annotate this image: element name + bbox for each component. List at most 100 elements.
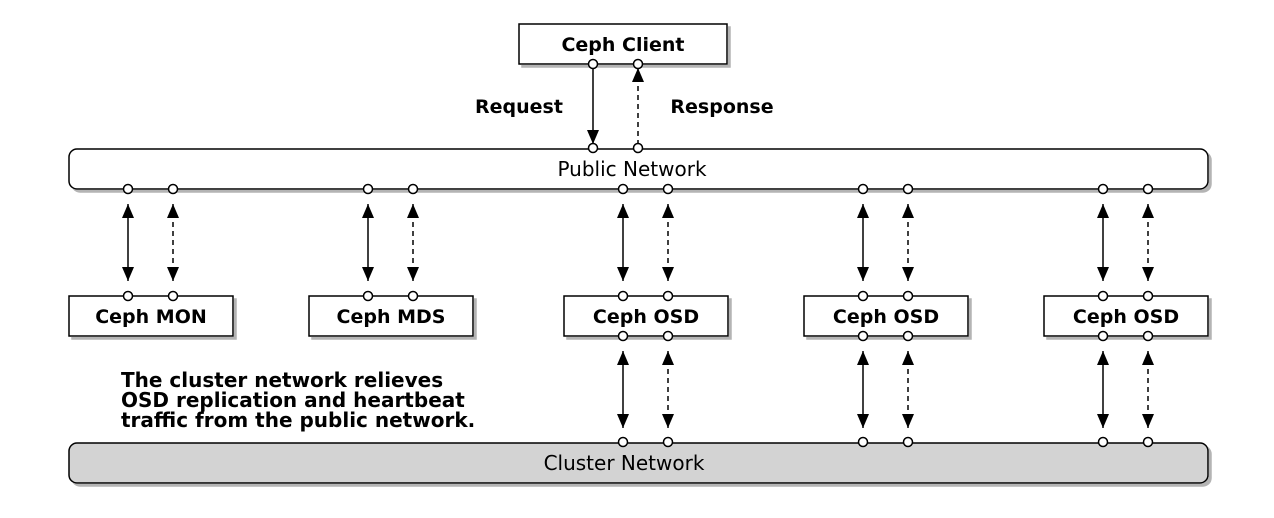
node-port <box>1142 290 1154 302</box>
node-port <box>662 290 674 302</box>
node-mon-box <box>68 295 234 337</box>
arrowhead-down <box>662 414 674 428</box>
public-network-label: Public Network <box>557 157 706 181</box>
port-circles <box>122 58 1154 448</box>
arrowhead-down <box>617 267 629 281</box>
arrowhead-down <box>362 267 374 281</box>
note-line-3: traffic from the public network. <box>121 408 475 432</box>
arrowhead-up <box>857 204 869 218</box>
node-osd-1-label: Ceph OSD <box>593 306 699 328</box>
cluster-network-label: Cluster Network <box>544 451 705 475</box>
cluster-port <box>902 436 914 448</box>
public-port <box>587 142 599 154</box>
node-port <box>407 290 419 302</box>
cluster-network-note: The cluster network relieves OSD replica… <box>121 368 475 432</box>
ceph-client-box <box>518 23 728 65</box>
ceph-client-node: Ceph Client <box>518 23 728 65</box>
cluster-port <box>662 436 674 448</box>
arrowhead-down <box>902 267 914 281</box>
cluster-port <box>857 436 869 448</box>
node-osd-3-box <box>1043 295 1209 337</box>
cluster-network: Cluster Network <box>68 442 1209 484</box>
public-port <box>1097 183 1109 195</box>
node-port <box>662 330 674 342</box>
node-port <box>902 330 914 342</box>
arrowhead-down <box>662 267 674 281</box>
arrowhead-up <box>1142 351 1154 365</box>
arrowhead-up <box>1097 204 1109 218</box>
arrowhead-down <box>1142 414 1154 428</box>
public-port <box>1142 183 1154 195</box>
response-label: Response <box>670 96 773 118</box>
node-osd-3-label: Ceph OSD <box>1073 306 1179 328</box>
node-mon: Ceph MON <box>68 295 234 337</box>
response-arrowhead <box>632 68 644 82</box>
public-port <box>662 183 674 195</box>
node-port <box>617 330 629 342</box>
cluster-port <box>1142 436 1154 448</box>
arrowhead-down <box>857 267 869 281</box>
node-osd-1-box <box>563 295 729 337</box>
node-mds-box <box>308 295 474 337</box>
arrowhead-up <box>617 351 629 365</box>
public-port <box>167 183 179 195</box>
arrowhead-up <box>1097 351 1109 365</box>
node-mds: Ceph MDS <box>308 295 474 337</box>
arrowhead-down <box>167 267 179 281</box>
public-port <box>632 142 644 154</box>
node-port <box>122 290 134 302</box>
arrowhead-up <box>362 204 374 218</box>
arrowhead-down <box>122 267 134 281</box>
arrowhead-down <box>1142 267 1154 281</box>
arrowhead-up <box>1142 204 1154 218</box>
arrowhead-up <box>902 351 914 365</box>
arrowhead-down <box>407 267 419 281</box>
public-port <box>122 183 134 195</box>
arrowhead-down <box>1097 267 1109 281</box>
node-osd-3: Ceph OSD <box>1043 295 1209 337</box>
arrowhead-up <box>617 204 629 218</box>
arrowhead-down <box>857 414 869 428</box>
public-port <box>362 183 374 195</box>
node-port <box>902 290 914 302</box>
ceph-client-label: Ceph Client <box>561 34 684 56</box>
arrowhead-up <box>857 351 869 365</box>
node-port <box>857 290 869 302</box>
node-port <box>857 330 869 342</box>
arrowhead-up <box>167 204 179 218</box>
node-port <box>1097 290 1109 302</box>
node-port <box>167 290 179 302</box>
node-mon-label: Ceph MON <box>95 306 207 328</box>
node-mds-label: Ceph MDS <box>337 306 446 328</box>
client-port <box>632 58 644 70</box>
public-port <box>617 183 629 195</box>
public-port <box>407 183 419 195</box>
public-port <box>857 183 869 195</box>
cluster-port <box>1097 436 1109 448</box>
note-line-1: The cluster network relieves <box>121 368 443 392</box>
connection-lines <box>122 64 1154 428</box>
node-port <box>1097 330 1109 342</box>
arrowhead-down <box>902 414 914 428</box>
arrowhead-up <box>122 204 134 218</box>
client-port <box>587 58 599 70</box>
arrowhead-up <box>407 204 419 218</box>
node-osd-2: Ceph OSD <box>803 295 969 337</box>
arrowhead-down <box>1097 414 1109 428</box>
arrowhead-up <box>662 351 674 365</box>
public-port <box>902 183 914 195</box>
note-line-2: OSD replication and heartbeat <box>121 388 465 412</box>
arrowhead-up <box>662 204 674 218</box>
node-port <box>362 290 374 302</box>
public-network: Public Network <box>68 148 1209 190</box>
node-port <box>617 290 629 302</box>
node-port <box>1142 330 1154 342</box>
arrowhead-down <box>617 414 629 428</box>
node-osd-1: Ceph OSD <box>563 295 729 337</box>
cluster-network-bar <box>68 442 1209 484</box>
arrowhead-up <box>902 204 914 218</box>
request-arrowhead <box>587 130 599 144</box>
request-label: Request <box>475 96 563 118</box>
node-osd-2-box <box>803 295 969 337</box>
